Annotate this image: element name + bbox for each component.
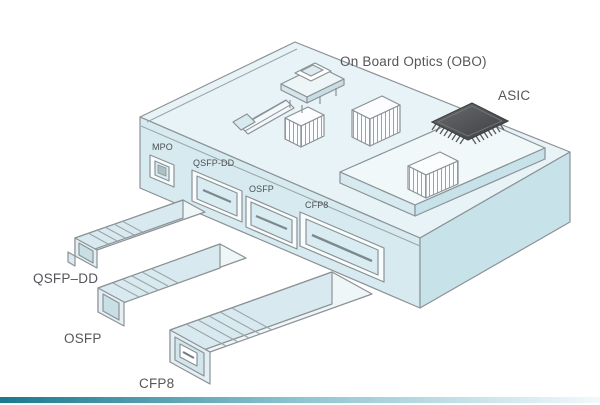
faceplate-label-qsfp-dd: QSFP-DD xyxy=(193,158,235,168)
module-osfp xyxy=(97,243,247,327)
faceplate-label-cfp8: CFP8 xyxy=(305,200,328,210)
port-osfp xyxy=(245,195,298,250)
module-qsfp-dd xyxy=(67,199,206,269)
chassis-front-lip-line xyxy=(140,125,421,247)
obo-chip-lid xyxy=(300,64,324,77)
port-mpo xyxy=(149,154,175,188)
asic-pins xyxy=(431,123,505,145)
module-cfp8 xyxy=(169,271,373,385)
faceplate-label-mpo: MPO xyxy=(152,142,173,152)
obo-label: On Board Optics (OBO) xyxy=(340,54,487,69)
port-cfp8 xyxy=(299,211,385,283)
port-qsfp-dd xyxy=(191,169,243,223)
platform-right xyxy=(414,147,546,217)
accent-bar xyxy=(0,397,600,403)
module-heatsink-ridges xyxy=(112,268,179,298)
board-socket-1 xyxy=(284,106,325,148)
module-latch-tab xyxy=(67,251,76,267)
module-heatsink-ridges xyxy=(185,307,273,347)
asic-body xyxy=(430,102,510,141)
obo-module xyxy=(280,62,345,113)
obo-ribbon-cable xyxy=(232,99,295,135)
asic-chip xyxy=(430,102,510,145)
module-label-qsfp-dd: QSFP–DD xyxy=(33,271,98,286)
chassis-platform xyxy=(339,114,546,217)
module-label-osfp: OSFP xyxy=(64,331,102,346)
faceplate-label-osfp: OSFP xyxy=(249,184,274,194)
board-socket-2 xyxy=(351,95,401,147)
chassis-right-face xyxy=(419,151,571,309)
asic-label: ASIC xyxy=(498,88,530,103)
asic-top-inset xyxy=(437,105,503,137)
board-socket-3 xyxy=(407,151,459,199)
module-label-cfp8: CFP8 xyxy=(139,376,174,391)
chassis-top-lip-line xyxy=(146,48,298,123)
module-heatsink-ridges xyxy=(87,220,145,246)
